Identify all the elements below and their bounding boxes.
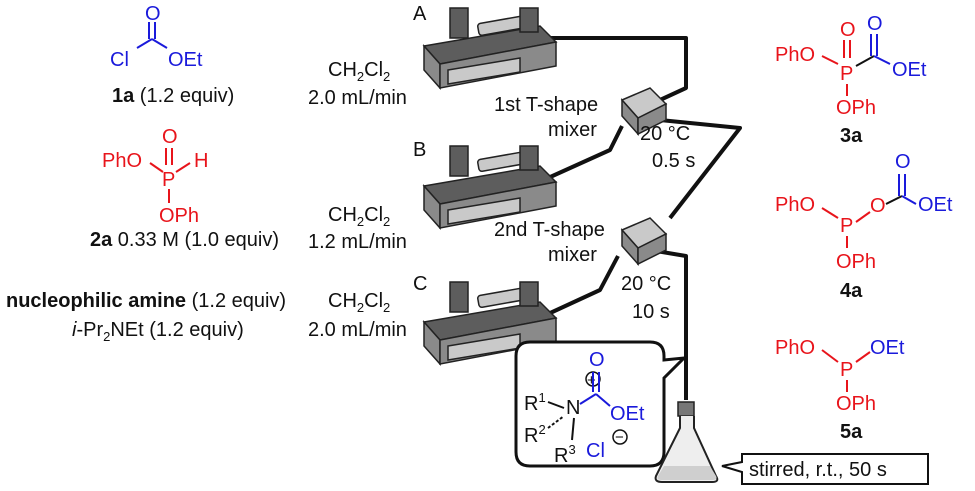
p4a-pho: PhO <box>775 194 815 216</box>
r2-conc: 0.33 M (1.0 equiv) <box>112 229 279 251</box>
t-mixer-2 <box>620 217 668 266</box>
flow-c-solvent: CH2Cl2 <box>328 290 390 315</box>
mixer-2-line2: mixer <box>548 244 597 266</box>
flow-a-rate: 2.0 mL/min <box>308 87 407 109</box>
product-4a-structure: PhO P O OPh O OEt <box>775 151 953 273</box>
product-5a-structure: PhO P OEt OPh <box>775 337 905 415</box>
flow-conditions-b: CH2Cl2 1.2 mL/min <box>308 204 407 253</box>
r2-p-text: P <box>162 169 175 191</box>
int-r3: R3 <box>554 442 576 467</box>
int-o: O <box>589 349 605 371</box>
int-oet: OEt <box>610 403 645 425</box>
flow-conditions-a: CH2Cl2 2.0 mL/min <box>308 59 407 109</box>
p4a-oet: OEt <box>918 194 953 216</box>
mixer-2-temp: 20 °C <box>621 273 671 295</box>
mixer-2-line1: 2nd T-shape <box>494 219 605 241</box>
reagent-2a-structure: O PhO H P OPh <box>102 126 208 227</box>
syringe-pump-a <box>422 7 558 90</box>
tubing <box>547 36 742 400</box>
pump-a-label: A <box>413 3 427 25</box>
collection-flask <box>654 401 719 483</box>
r3-sub: 2 <box>103 329 110 344</box>
r3-line1-equiv: (1.2 equiv) <box>186 290 286 312</box>
syringe-pump-c <box>422 281 558 366</box>
r2-num: 2a <box>90 229 113 251</box>
p3a-oph: OPh <box>836 97 876 119</box>
p5a-oet: OEt <box>870 337 905 359</box>
pump-b-label: B <box>413 139 426 161</box>
mixer-2-time: 10 s <box>632 301 670 323</box>
flow-conditions-c: CH2Cl2 2.0 mL/min <box>308 290 407 341</box>
reagent-1a-structure: O Cl OEt <box>110 3 203 71</box>
int-n: N <box>566 397 580 419</box>
p5a-p: P <box>840 359 853 381</box>
int-cl: Cl <box>586 440 605 462</box>
flow-b-rate: 1.2 mL/min <box>308 231 407 253</box>
int-minus: − <box>615 429 624 446</box>
r3-prefix: i <box>72 319 77 341</box>
product-5a-label: 5a <box>840 421 863 443</box>
mixer-1-temp: 20 °C <box>640 123 690 145</box>
pump-c-label: C <box>413 273 427 295</box>
p3a-p: P <box>840 63 853 85</box>
flask-label-bubble <box>721 453 929 485</box>
r2-o-text: O <box>162 126 178 148</box>
r3-end: NEt (1.2 equiv) <box>110 319 243 341</box>
product-3a-label: 3a <box>840 125 863 147</box>
t-mixer-1 <box>620 87 668 136</box>
flow-a-solvent: CH2Cl2 <box>328 59 390 84</box>
reagent-amine-label: nucleophilic amine (1.2 equiv) <box>6 290 286 312</box>
reagent-2a-label: 2a 0.33 M (1.0 equiv) <box>90 229 279 251</box>
p3a-o2: O <box>867 13 883 35</box>
r2-oph-text: OPh <box>159 205 199 227</box>
r1-oet-text: OEt <box>168 49 203 71</box>
int-plus: + <box>587 372 596 389</box>
product-3a-structure: PhO O P OPh O OEt <box>775 13 927 119</box>
mixer-1-time: 0.5 s <box>652 150 695 172</box>
p4a-o-bridge: O <box>870 195 886 217</box>
r1-o-text: O <box>145 3 161 25</box>
p3a-pho: PhO <box>775 44 815 66</box>
flow-c-rate: 2.0 mL/min <box>308 319 407 341</box>
int-r1: R1 <box>524 390 546 415</box>
r3-mid: -Pr <box>76 319 103 341</box>
intermediate-bubble <box>514 340 689 468</box>
flow-b-solvent: CH2Cl2 <box>328 204 390 229</box>
r1-num: 1a <box>112 85 135 107</box>
p5a-pho: PhO <box>775 337 815 359</box>
p4a-oph: OPh <box>836 251 876 273</box>
r2-h-text: H <box>194 150 208 172</box>
r1-cl-text: Cl <box>110 49 129 71</box>
r3-line1: nucleophilic amine <box>6 290 186 312</box>
p5a-oph: OPh <box>836 393 876 415</box>
r1-equiv: (1.2 equiv) <box>134 85 234 107</box>
p4a-o-top: O <box>895 151 911 173</box>
p3a-o1: O <box>840 19 856 41</box>
r2-pho-text: PhO <box>102 150 142 172</box>
reagent-base-label: i-Pr2NEt (1.2 equiv) <box>72 319 244 344</box>
mixer-1-line2: mixer <box>548 119 597 141</box>
flask-label: stirred, r.t., 50 s <box>749 459 887 481</box>
p4a-p: P <box>840 215 853 237</box>
mixer-1-line1: 1st T-shape <box>494 94 598 116</box>
intermediate-structure: + N R1 R2 R3 O OEt Cl − <box>524 349 645 467</box>
syringe-pump-b <box>422 145 558 230</box>
product-4a-label: 4a <box>840 280 863 302</box>
int-r2: R2 <box>524 422 546 447</box>
reagent-1a-label: 1a (1.2 equiv) <box>112 85 234 107</box>
p3a-oet: OEt <box>892 59 927 81</box>
